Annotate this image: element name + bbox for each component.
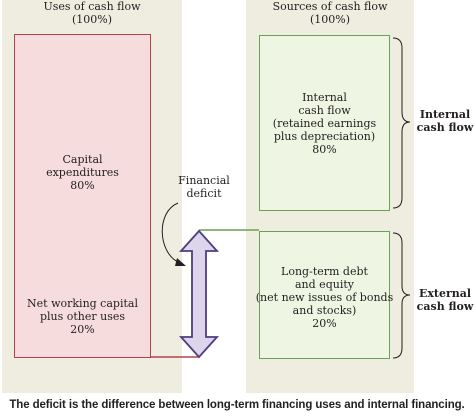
net-working-capital-label: Net working capital plus other uses 20%	[14, 294, 151, 338]
external-line1: Long-term debt	[281, 264, 368, 278]
internal-brace-icon	[392, 37, 411, 209]
external-line2: and equity	[295, 277, 354, 291]
capital-pct: 80%	[70, 178, 95, 192]
internal-pct: 80%	[312, 142, 337, 156]
bracket-internal-line2: cash flow	[416, 121, 474, 134]
external-cash-flow-box	[259, 231, 390, 359]
figure-caption: The deficit is the difference between lo…	[9, 399, 465, 411]
bracket-external-line1: External	[418, 287, 472, 300]
external-pct: 20%	[312, 316, 337, 330]
internal-line2: cash flow	[298, 103, 351, 117]
bracket-internal-line1: Internal	[419, 108, 471, 121]
working-pct: 20%	[70, 322, 95, 336]
uses-header: Uses of cash flow (100%)	[2, 0, 182, 26]
uses-header-title: Uses of cash flow	[43, 0, 141, 13]
bracket-external-line2: cash flow	[416, 300, 474, 313]
financial-deficit-label: Financial deficit	[176, 174, 232, 200]
external-brace-icon	[392, 232, 411, 359]
deficit-pointer-head-icon	[175, 258, 186, 266]
capital-line1: Capital	[62, 152, 103, 166]
internal-line3: (retained earnings	[272, 116, 377, 130]
capital-expenditures-label: Capital expenditures 80%	[14, 150, 151, 194]
external-cash-flow-label: Long-term debt and equity (net new issue…	[255, 262, 394, 332]
internal-cash-flow-bracket-label: Internal cash flow	[416, 108, 474, 134]
double-arrow-icon	[178, 229, 220, 359]
internal-cash-flow-box	[259, 35, 390, 211]
internal-line4: plus depreciation)	[273, 129, 376, 143]
sources-header: Sources of cash flow (100%)	[246, 0, 414, 26]
uses-header-percent: (100%)	[71, 13, 113, 26]
sources-header-title: Sources of cash flow	[272, 0, 388, 13]
external-cash-flow-bracket-label: External cash flow	[416, 287, 474, 313]
working-line2: plus other uses	[39, 309, 126, 323]
uses-box	[14, 34, 151, 358]
external-line3: (net new issues of bonds	[255, 290, 394, 304]
deficit-line1: Financial	[178, 174, 230, 187]
deficit-pointer-icon	[161, 202, 179, 263]
deficit-line2: deficit	[186, 187, 222, 200]
capital-line2: expenditures	[46, 165, 119, 179]
working-line1: Net working capital	[27, 296, 138, 310]
internal-cash-flow-label: Internal cash flow (retained earnings pl…	[259, 88, 390, 158]
sources-header-percent: (100%)	[309, 13, 351, 26]
internal-line1: Internal	[302, 90, 347, 104]
external-line4: and stocks)	[292, 303, 357, 317]
